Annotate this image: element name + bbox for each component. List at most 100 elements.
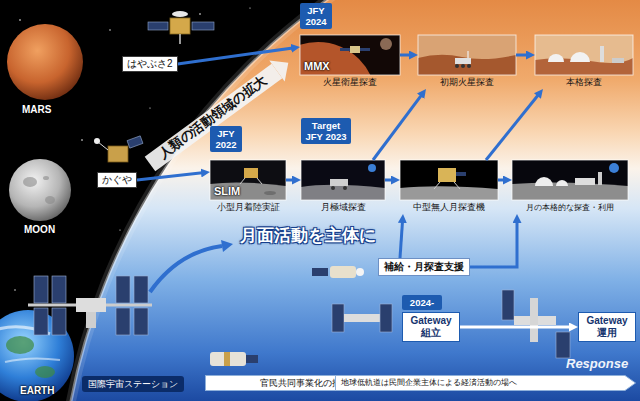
image-caption: 初期火星探査 bbox=[418, 76, 516, 89]
stars bbox=[14, 289, 15, 290]
planet-name-box: MOON bbox=[24, 224, 55, 236]
moon-base-scene bbox=[512, 182, 628, 200]
hayabusa2-craft bbox=[192, 22, 214, 30]
banner-arrow bbox=[269, 61, 288, 82]
theme-heading-box: 月面活動を主体に bbox=[240, 226, 376, 246]
node-text: 地球低軌道は民間企業主体による経済活動の場へ bbox=[341, 377, 620, 389]
gateway-craft bbox=[344, 314, 380, 322]
moon-craters bbox=[43, 176, 49, 180]
mars-rover-scene bbox=[467, 64, 471, 68]
image-caption: 中型無人月探査機 bbox=[400, 201, 498, 214]
image-area bbox=[400, 160, 498, 200]
mmx-scene bbox=[340, 48, 350, 51]
polar-rover-scene bbox=[368, 164, 376, 172]
node-text: JFY 2022 bbox=[212, 128, 240, 150]
lander-scene bbox=[400, 186, 498, 200]
image-title: SLIM bbox=[214, 185, 286, 198]
image-frames bbox=[512, 160, 628, 200]
mars-base-scene bbox=[535, 35, 633, 75]
iss-craft bbox=[28, 276, 152, 335]
image-frames bbox=[418, 35, 516, 75]
activity-region bbox=[60, 0, 640, 401]
mars-rover-scene bbox=[455, 64, 459, 68]
earth-planet bbox=[5, 358, 60, 362]
moon-base-scene bbox=[598, 172, 602, 185]
flow-arrow bbox=[137, 173, 205, 180]
stars bbox=[249, 7, 250, 8]
launch-arrow bbox=[150, 240, 233, 292]
iss-craft bbox=[52, 276, 66, 303]
lander-scene bbox=[400, 160, 498, 200]
region-rim bbox=[60, 0, 640, 401]
stars bbox=[81, 139, 83, 141]
flow-arrow bbox=[516, 54, 530, 57]
slim-scene bbox=[210, 160, 286, 200]
arrow-outline bbox=[336, 376, 636, 391]
gateway-box: Gateway 運用 bbox=[578, 312, 636, 342]
region-rim-glow bbox=[60, 0, 640, 401]
gateway-craft bbox=[332, 304, 392, 332]
watermark: Response bbox=[566, 356, 628, 371]
mars-base-scene bbox=[600, 46, 604, 62]
iss-craft bbox=[76, 298, 106, 312]
image-area bbox=[512, 160, 628, 200]
stars bbox=[119, 229, 120, 230]
flow-arrow bbox=[486, 93, 540, 160]
htv-x-craft bbox=[224, 352, 230, 366]
moon-base-scene bbox=[575, 178, 595, 185]
mars-rover-scene bbox=[418, 55, 516, 75]
image-frames bbox=[535, 35, 633, 75]
flow-arrow bbox=[385, 179, 395, 182]
cargo-craft bbox=[312, 266, 364, 278]
image-caption: 小型月着陸実証 bbox=[210, 201, 286, 214]
mars-base-scene bbox=[570, 52, 590, 62]
moon-base-scene bbox=[609, 163, 619, 173]
moon-base-scene bbox=[512, 160, 628, 200]
moon-base-scene bbox=[556, 180, 568, 186]
image-title: MMX bbox=[304, 60, 400, 73]
node-text: 2024- bbox=[404, 297, 440, 308]
mars-rover-scene bbox=[461, 64, 465, 68]
node-text: JFY 2024 bbox=[302, 5, 330, 27]
moon-planet bbox=[9, 159, 71, 221]
iss-craft bbox=[134, 276, 148, 303]
node-text: Target JFY 2023 bbox=[303, 120, 349, 142]
mars-rover-scene bbox=[418, 35, 516, 75]
image-caption: 月極域探査 bbox=[301, 201, 385, 214]
slim-scene bbox=[264, 191, 276, 195]
moon-craters bbox=[23, 177, 37, 187]
htv-x-craft bbox=[246, 355, 258, 363]
kaguya-craft bbox=[98, 142, 108, 150]
mmx-scene bbox=[350, 46, 360, 53]
cargo-craft bbox=[312, 268, 328, 276]
image-area bbox=[418, 35, 516, 75]
kaguya-craft bbox=[94, 136, 143, 162]
image-frames bbox=[400, 160, 498, 200]
lander-scene bbox=[454, 182, 460, 189]
slim-scene bbox=[240, 178, 245, 184]
cargo-craft bbox=[356, 268, 364, 276]
year-badge: 2024- bbox=[402, 295, 442, 310]
mission-image: 月極域探査 bbox=[301, 160, 385, 214]
flow-arrow bbox=[286, 179, 296, 182]
stars bbox=[109, 29, 110, 30]
iss-craft bbox=[116, 276, 130, 303]
polar-rover-scene bbox=[301, 160, 385, 200]
earth-planet bbox=[35, 366, 55, 378]
node-text: 国際宇宙ステーション bbox=[88, 378, 178, 390]
kaguya-craft bbox=[127, 136, 143, 148]
mission-image: 本格探査 bbox=[535, 35, 633, 89]
hayabusa2-craft bbox=[148, 11, 214, 44]
node-text: Gateway 組立 bbox=[405, 315, 457, 339]
flow-arrow bbox=[373, 93, 423, 160]
gateway-craft bbox=[556, 332, 570, 358]
planet-name: EARTH bbox=[20, 385, 54, 397]
node-text: 補給・月探査支援 bbox=[384, 261, 464, 273]
image-caption: 本格探査 bbox=[535, 76, 633, 89]
planet-name-box: EARTH bbox=[20, 385, 54, 397]
launch-arrow bbox=[150, 246, 222, 292]
moon-craters bbox=[23, 176, 55, 204]
gateway-craft bbox=[502, 290, 514, 320]
banner-text-box: 人類の活動領域の拡大 bbox=[148, 66, 278, 168]
iss-craft bbox=[134, 308, 148, 335]
